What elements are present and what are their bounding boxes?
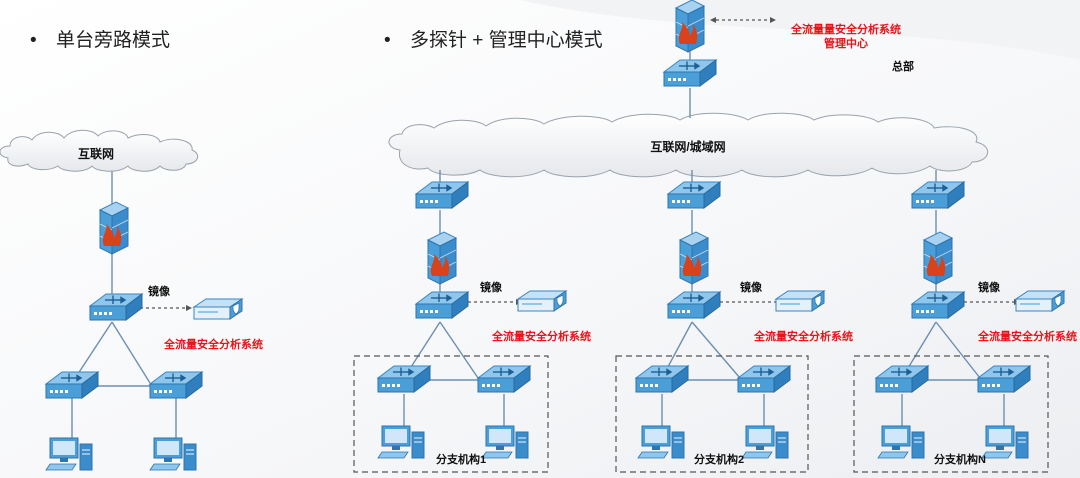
branch-1-label: 分支机构1 <box>436 452 486 466</box>
branch-firewall-icon <box>679 231 709 285</box>
branch-2: 镜像 全流量安全分析系统 分支机构2 <box>615 170 853 473</box>
branch-1-box <box>353 355 549 473</box>
branch-firewall-icon <box>427 231 457 285</box>
hq-arrow-right <box>770 17 776 23</box>
multi-mode-topology: 互联网/城域网 全流量量安全分析系统 管理中心 总部 <box>353 0 1077 473</box>
heading-multi-mode: 多探针 + 管理中心模式 <box>410 29 603 51</box>
analysis-system-label: 全流量安全分析系统 <box>753 329 853 343</box>
single-mode-topology: 互联网 镜像 全流量安全分析系统 <box>0 129 263 471</box>
hq-arrow-left <box>710 17 716 23</box>
mirror-arrow <box>186 305 192 311</box>
mgmt-system-label: 全流量量安全分析系统 <box>790 22 901 36</box>
hq-firewall-icon <box>675 0 705 53</box>
internet-metro-cloud-icon <box>388 112 988 178</box>
probe-device-icon <box>775 290 825 312</box>
branch-n-label: 分支机构N <box>934 452 986 466</box>
branch-firewall-icon <box>923 231 953 285</box>
analysis-system-label: 全流量安全分析系统 <box>977 329 1077 343</box>
background-shape <box>520 0 1080 60</box>
branch-2-label: 分支机构2 <box>694 452 744 466</box>
probe-device-icon <box>517 290 567 312</box>
branch-n-box <box>853 355 1049 473</box>
branch-1: 镜像 全流量安全分析系统 分支机构1 <box>353 170 591 473</box>
analysis-system-label: 全流量安全分析系统 <box>491 329 591 343</box>
internet-label: 互联网 <box>78 147 114 161</box>
branch-n: 镜像 全流量安全分析系统 分支机构N <box>853 170 1077 473</box>
branch-2-box <box>615 355 809 473</box>
bullet-2: • <box>384 30 391 51</box>
probe-device-icon <box>193 298 243 320</box>
heading-single-mode: 单台旁路模式 <box>56 29 170 51</box>
mgmt-center-label: 管理中心 <box>824 36 868 50</box>
analysis-system-label: 全流量安全分析系统 <box>163 337 263 351</box>
bullet-1: • <box>30 30 37 51</box>
headquarters-label: 总部 <box>892 59 914 73</box>
firewall-icon <box>99 201 129 255</box>
probe-device-icon <box>1015 290 1065 312</box>
mirror-label: 镜像 <box>978 280 1001 294</box>
internet-metro-label: 互联网/城域网 <box>650 139 725 154</box>
mirror-label: 镜像 <box>148 284 171 298</box>
mirror-label: 镜像 <box>480 280 503 294</box>
mirror-label: 镜像 <box>740 280 763 294</box>
